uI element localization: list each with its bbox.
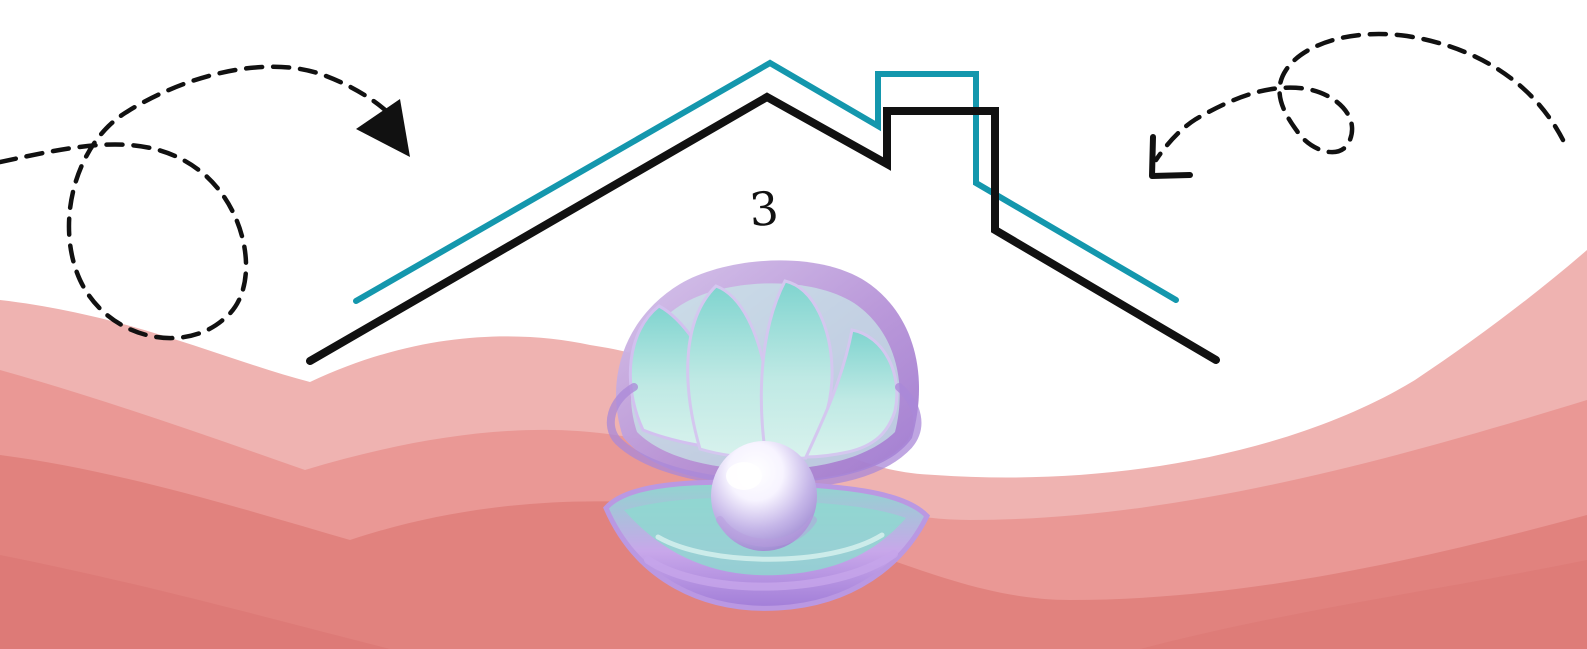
dashed-loop-arrow-right-icon xyxy=(0,64,410,341)
house-number: 3 xyxy=(747,181,781,237)
house-roof-icon xyxy=(306,59,1220,365)
dashed-loop-arrow-left-icon xyxy=(1149,31,1566,179)
pearl-shell-icon xyxy=(603,260,931,611)
